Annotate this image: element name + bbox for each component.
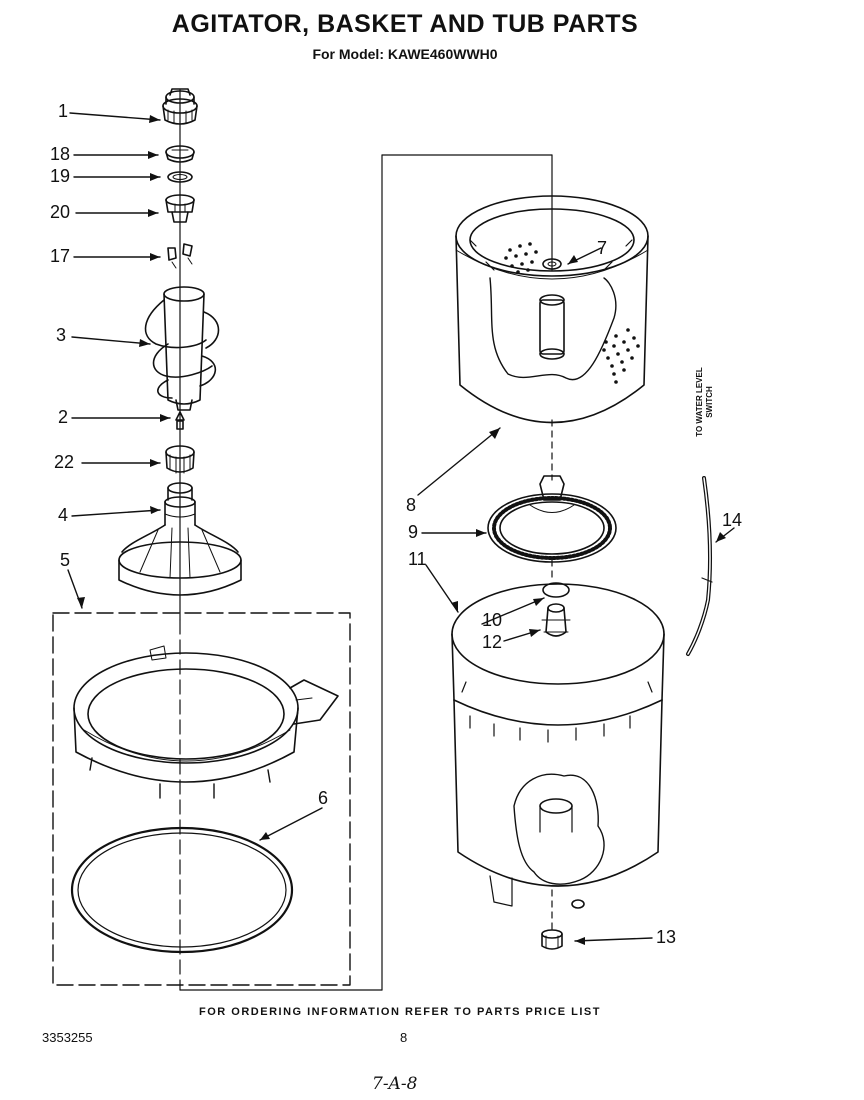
callout-13: 13: [656, 927, 677, 947]
callout-9: 9: [408, 522, 419, 542]
callout-18: 18: [50, 144, 71, 164]
callout-10: 10: [482, 610, 503, 630]
part-5-box: [52, 612, 351, 986]
part-1-agitator-cap: [162, 88, 198, 125]
callout-22: 22: [54, 452, 75, 472]
part-14-pressure-hose: [686, 476, 713, 656]
ordering-footer: FOR ORDERING INFORMATION REFER TO PARTS …: [199, 1006, 601, 1018]
water-level-note-line-2: SWITCH: [705, 386, 714, 418]
part-19-washer: [167, 171, 193, 183]
water-level-switch-note: TO WATER LEVEL SWITCH: [695, 337, 715, 467]
handwritten-code: 7-A-8: [372, 1074, 418, 1094]
part-22-drive-block: [165, 445, 195, 474]
part-6-tub-gasket: [70, 826, 294, 954]
part-5-tub-ring: [73, 645, 339, 799]
callout-19: 19: [50, 166, 71, 186]
callout-2: 2: [58, 407, 69, 427]
document-number: 3353255: [42, 1030, 93, 1045]
arrowheads: [77, 115, 726, 945]
assembly-axis-lines: [179, 89, 553, 991]
callout-8: 8: [406, 495, 417, 515]
part-12-tub-bearing: [541, 603, 571, 637]
part-3-agitator-barrel: [144, 286, 220, 411]
part-11-outer-tub: [451, 583, 665, 909]
callout-12: 12: [482, 632, 503, 652]
part-17-dogs: [167, 243, 193, 269]
callout-11: 11: [408, 549, 427, 569]
part-7-basket-nut: [542, 258, 562, 270]
callout-1: 1: [58, 101, 69, 121]
page-title: AGITATOR, BASKET AND TUB PARTS: [171, 10, 639, 38]
part-2-seal: [175, 411, 185, 441]
callout-20: 20: [50, 202, 71, 222]
callout-7: 7: [597, 238, 608, 258]
callout-17: 17: [50, 246, 71, 266]
part-10-clamp-ring: [542, 582, 570, 598]
part-4-agitator-base: [118, 482, 242, 596]
part-8-spin-basket: [455, 195, 649, 424]
model-subtitle: For Model: KAWE460WWH0: [312, 46, 498, 62]
part-9-basket-drive: [487, 475, 617, 563]
callout-6: 6: [318, 788, 329, 808]
callout-4: 4: [58, 505, 69, 525]
part-18-cam: [165, 145, 195, 163]
water-level-note-line-1: TO WATER LEVEL: [695, 367, 704, 437]
part-20-dog-retainer: [165, 194, 195, 223]
basket-perforation-dots: [504, 242, 640, 384]
callout-5: 5: [60, 550, 71, 570]
page-number: 8: [400, 1030, 408, 1045]
callout-14: 14: [722, 510, 743, 530]
callout-3: 3: [56, 325, 67, 345]
part-13-drain-nut: [541, 929, 563, 950]
